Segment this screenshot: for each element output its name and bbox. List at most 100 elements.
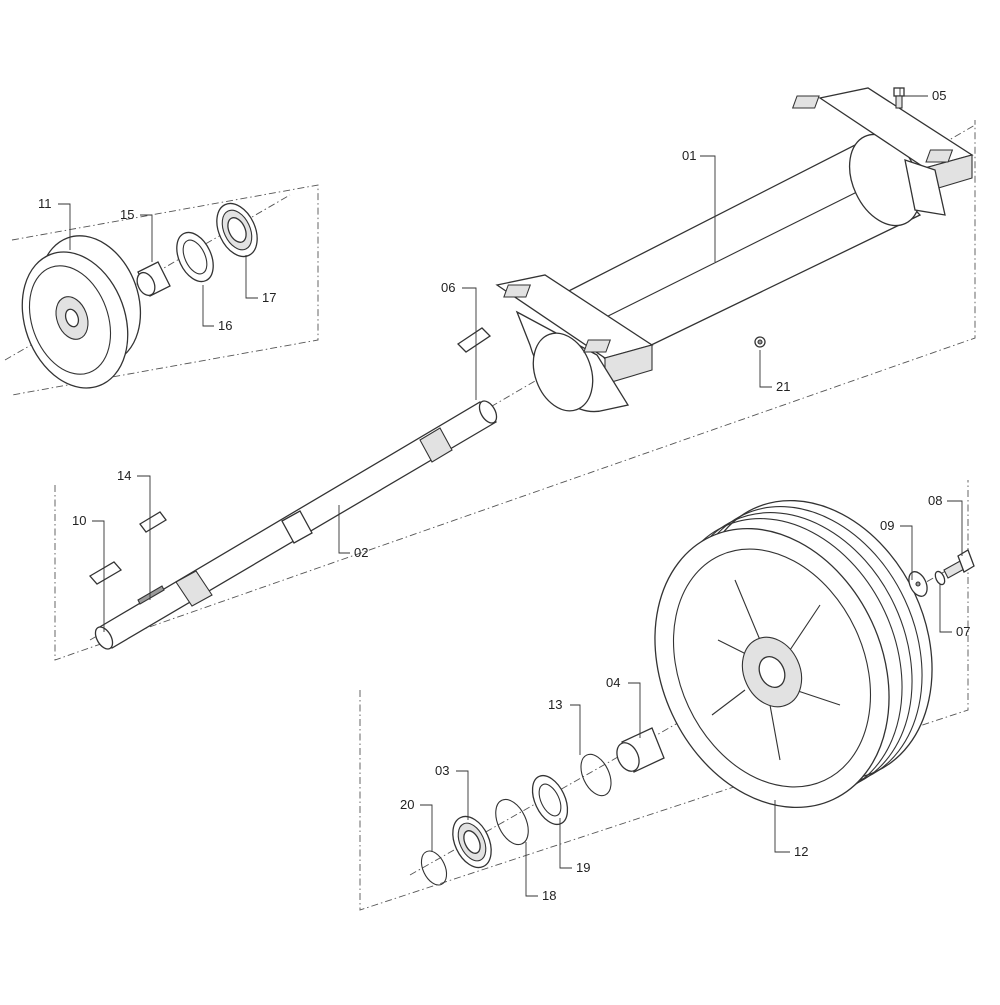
part-08-bolt xyxy=(943,549,975,579)
callout-21: 21 xyxy=(776,379,790,394)
key-10-body xyxy=(88,561,123,585)
washer-19-outer xyxy=(531,774,569,826)
outline-shaft-group xyxy=(54,120,976,661)
part-15-bushing xyxy=(136,261,171,297)
callout-14: 14 xyxy=(117,468,131,483)
callout-03: 03 xyxy=(435,763,449,778)
part-07-lock-washer xyxy=(934,570,946,586)
leader-05 xyxy=(899,88,928,97)
bushing-04-end xyxy=(616,742,640,772)
callout-08: 08 xyxy=(928,493,942,508)
callout-20: 20 xyxy=(400,797,414,812)
screw-shank xyxy=(895,95,903,109)
callout-19: 19 xyxy=(576,860,590,875)
part-02-shaft xyxy=(94,400,498,650)
callout-06: 06 xyxy=(441,280,455,295)
part-05-screw xyxy=(893,87,905,109)
retaining-ring-13 xyxy=(580,753,612,797)
part-16-washer xyxy=(176,231,214,283)
part-20-ring xyxy=(420,850,448,886)
leader-19 xyxy=(559,818,572,869)
lock-washer-07 xyxy=(934,570,946,586)
part-01-housing xyxy=(495,87,974,413)
callout-05: 05 xyxy=(932,88,946,103)
rear-pillow-block-foot xyxy=(904,159,946,216)
leader-13 xyxy=(570,704,581,755)
part-06-key xyxy=(456,327,492,353)
part-14-key xyxy=(139,511,167,533)
screw-head xyxy=(893,87,905,97)
leader-17 xyxy=(245,255,258,299)
callout-labels: 05 01 11 15 16 17 06 21 14 10 02 08 09 0… xyxy=(38,88,970,903)
shaft-front-end xyxy=(94,626,114,650)
leader-20 xyxy=(420,804,433,852)
callout-10: 10 xyxy=(72,513,86,528)
part-03-bearing xyxy=(452,815,492,869)
callout-18: 18 xyxy=(542,888,556,903)
shaft-rear-end xyxy=(478,400,498,424)
washer-19-inner xyxy=(538,783,562,817)
large-pulley-bore xyxy=(758,655,786,689)
callout-02: 02 xyxy=(354,545,368,560)
callout-07: 07 xyxy=(956,624,970,639)
part-11-small-pulley xyxy=(21,235,142,389)
leader-04 xyxy=(628,682,641,738)
large-pulley-face xyxy=(672,548,872,788)
front-pillow-block-bore xyxy=(532,332,594,412)
housing-tube-edge xyxy=(579,177,886,331)
part-09-washer xyxy=(908,571,928,597)
leader-15 xyxy=(140,214,153,262)
bushing-15-end xyxy=(136,271,156,297)
callout-04: 04 xyxy=(606,675,620,690)
callout-01: 01 xyxy=(682,148,696,163)
part-18-ring xyxy=(495,798,529,846)
front-pad-left xyxy=(503,284,532,298)
outline-large-pulley-group xyxy=(359,480,969,911)
nipple-tip xyxy=(757,339,763,345)
leader-06 xyxy=(462,287,477,400)
bearing-03-bore xyxy=(463,830,481,854)
bearing-17-bore xyxy=(227,217,247,243)
leader-07 xyxy=(939,584,952,633)
washer-16-inner xyxy=(182,239,208,275)
small-pulley-bore xyxy=(64,308,80,328)
part-10-key xyxy=(88,561,123,585)
leader-02 xyxy=(338,505,350,554)
leader-08 xyxy=(947,500,963,556)
part-12-large-pulley xyxy=(654,499,933,809)
leader-03 xyxy=(456,770,469,820)
leader-18 xyxy=(525,842,538,897)
key-14-body xyxy=(139,511,167,533)
leader-16 xyxy=(202,285,214,327)
front-pad-right xyxy=(583,339,612,353)
callout-12: 12 xyxy=(794,844,808,859)
key-06-body xyxy=(456,327,492,353)
rear-pad-right xyxy=(925,149,954,163)
callout-15: 15 xyxy=(120,207,134,222)
shaft-keyway-front xyxy=(137,585,165,605)
leader-09 xyxy=(900,525,913,580)
shaft-step-2 xyxy=(281,510,313,544)
washer-09-hole xyxy=(915,581,921,587)
leader-21 xyxy=(759,350,772,388)
leader-12 xyxy=(774,800,790,853)
callout-17: 17 xyxy=(262,290,276,305)
leader-11 xyxy=(58,203,71,250)
shaft-step-1 xyxy=(175,570,213,607)
small-pulley-groove xyxy=(28,265,112,375)
part-17-bearing xyxy=(216,202,258,258)
callout-11: 11 xyxy=(38,196,52,211)
part-04-bushing xyxy=(616,727,665,773)
callout-09: 09 xyxy=(880,518,894,533)
part-19-washer xyxy=(531,774,569,826)
leader-lines xyxy=(58,88,963,897)
shaft-step-3 xyxy=(419,427,453,463)
rear-pad-left xyxy=(791,95,820,109)
washer-16-outer xyxy=(176,231,214,283)
ring-20 xyxy=(420,850,448,886)
leader-10 xyxy=(92,520,105,632)
large-pulley-spokes xyxy=(711,579,841,761)
callout-13: 13 xyxy=(548,697,562,712)
